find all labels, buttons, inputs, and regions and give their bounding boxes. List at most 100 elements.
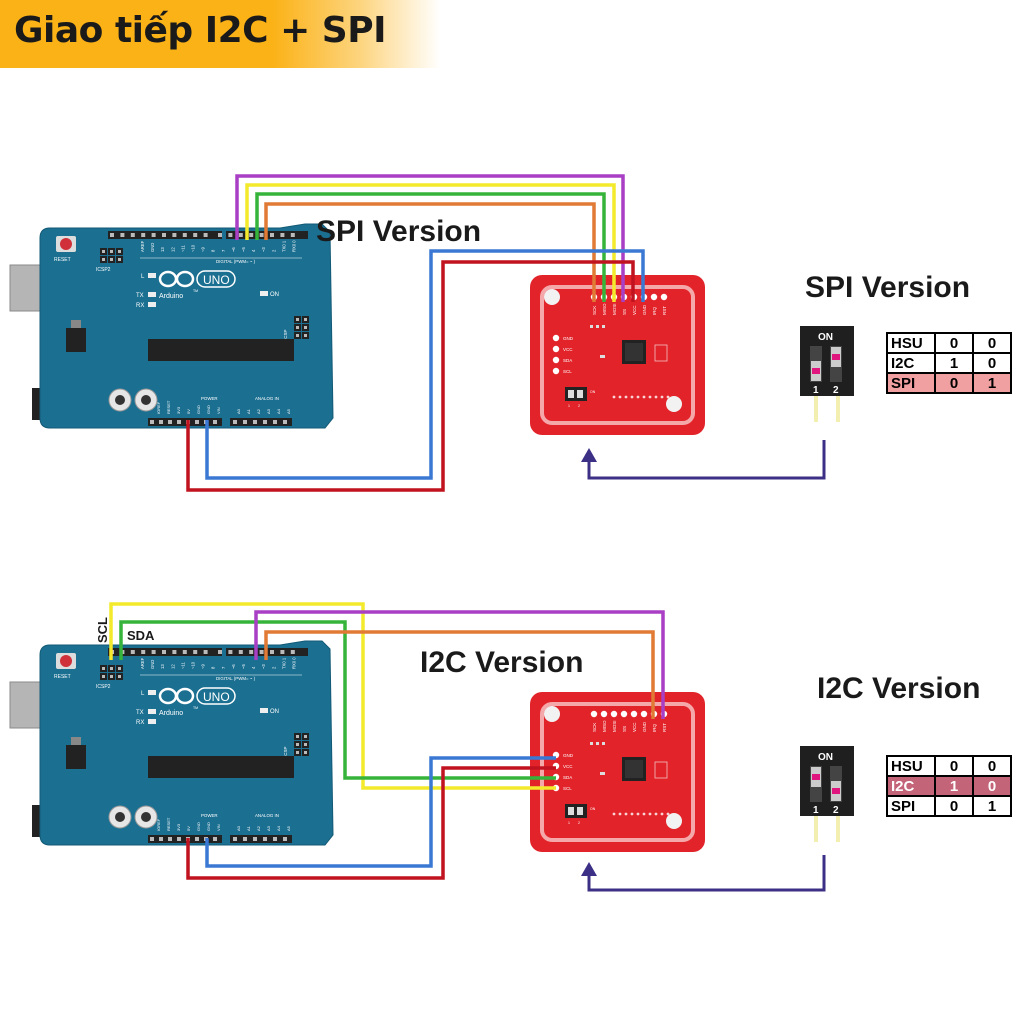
module-via	[648, 395, 652, 399]
icsp-pin-metal	[304, 735, 307, 738]
module-smd	[602, 325, 605, 328]
digital-pin	[162, 650, 166, 654]
power-pin-label: A2	[256, 408, 261, 414]
power-pin	[159, 420, 163, 424]
on-label: ON	[270, 709, 279, 715]
table-cell-text: 0	[988, 335, 996, 352]
power-label: POWER	[201, 813, 218, 818]
digital-pin	[228, 650, 233, 654]
digital-pin-label: GND	[150, 660, 155, 669]
table-cell-text: 0	[950, 375, 958, 392]
module-crystal	[654, 761, 668, 779]
on-label: ON	[270, 292, 279, 298]
digital-pin	[141, 233, 146, 237]
analog-pin	[273, 837, 277, 841]
power-pin	[177, 420, 181, 424]
mount-hole	[544, 706, 560, 722]
l-led	[148, 690, 156, 695]
module-pin-label: RST	[662, 306, 667, 315]
tx-led	[148, 709, 156, 714]
i2c-arrow	[587, 855, 826, 892]
digital-pin	[193, 650, 198, 654]
switch-number-1: 1	[813, 385, 819, 396]
i2c-mode-title: I2C Version	[817, 672, 980, 705]
capacitor-2-top	[141, 812, 151, 822]
nfc-chip-die	[625, 343, 643, 361]
arduino-pcb	[39, 223, 334, 429]
digital-pin	[249, 650, 254, 654]
power-pin-label: IOREF	[156, 401, 161, 414]
module-via	[624, 812, 628, 816]
switch-number-2: 2	[833, 385, 839, 396]
switch-lever-1-mark	[812, 774, 820, 780]
scl-label: SCL	[95, 617, 110, 643]
digital-pin	[259, 233, 264, 237]
module-via	[648, 812, 652, 816]
tx-label: TX	[136, 293, 144, 299]
power-pin	[150, 837, 154, 841]
wire-yellow-spi	[245, 183, 616, 302]
power-pin-label: 5V	[186, 409, 191, 414]
power-pin	[168, 837, 172, 841]
icsp2-label: ICSP2	[96, 267, 111, 273]
digital-pin-label: RX0 0	[292, 657, 297, 669]
table-cell-text: 0	[988, 778, 996, 795]
module-switch-num: 1	[568, 404, 570, 408]
module-pin-label: VCC	[632, 305, 637, 315]
digital-pin-label: AREF	[140, 657, 145, 669]
power-pin-label: GND	[196, 405, 201, 414]
digital-pin	[130, 233, 135, 237]
on-led	[260, 708, 268, 713]
switch-lead	[814, 396, 818, 422]
module-mode-switch-1	[568, 807, 574, 815]
power-pin-label: A5	[286, 825, 291, 831]
switch-on-label: ON	[818, 332, 833, 343]
analog-header	[230, 835, 292, 843]
digital-pin	[172, 650, 177, 654]
digital-pin-label: 2	[271, 666, 276, 669]
digital-pin	[182, 233, 187, 237]
power-pin	[195, 420, 199, 424]
power-pin-label: RESET	[166, 400, 171, 414]
power-pin-label: 5V	[186, 826, 191, 831]
digital-pin	[151, 650, 156, 654]
digital-pin	[238, 233, 243, 237]
module-side-pad	[552, 367, 560, 375]
power-pin-label: IOREF	[156, 818, 161, 831]
digital-pin-label: ~9	[201, 664, 206, 669]
module-mode-switch-1	[568, 390, 574, 398]
icsp-pin-metal	[304, 334, 307, 337]
module-switch-label: ON	[590, 390, 596, 394]
table-cell-text: 0	[950, 335, 958, 352]
module-side-label: VCC	[563, 764, 573, 769]
power-pin	[213, 837, 217, 841]
module-via	[666, 812, 670, 816]
capacitor-1-top	[115, 812, 125, 822]
wire-red-spi	[186, 260, 635, 492]
page-title: Giao tiếp I2C + SPI	[14, 10, 387, 51]
regulator	[66, 745, 86, 769]
reset-button-cap	[60, 238, 72, 250]
i2c-arrow-head	[581, 862, 597, 876]
analog-pin	[263, 420, 267, 424]
digital-pin	[249, 233, 254, 237]
digital-pin	[238, 650, 243, 654]
wire-orange-i2c	[264, 630, 655, 719]
brand-text: Arduino	[159, 710, 183, 717]
digital-pin-label: 12	[170, 247, 175, 252]
power-pin-label: A1	[246, 408, 251, 414]
switch-lead	[836, 396, 840, 422]
digital-pin	[259, 650, 264, 654]
digital-pin	[182, 650, 187, 654]
module-via	[630, 395, 634, 399]
module-crystal	[654, 344, 668, 362]
power-pin-label: 3V3	[176, 823, 181, 831]
module-pin-label: GND	[642, 721, 647, 732]
switch-lever-2-mark	[832, 788, 840, 794]
switch-body	[800, 326, 854, 396]
digital-label: DIGITAL (PWM= ~ )	[216, 676, 256, 681]
icsp2-pin-metal	[110, 667, 113, 670]
module-pin-label: IRQ	[652, 307, 657, 316]
icsp-label: ICSP	[283, 329, 288, 340]
digital-pin	[141, 650, 146, 654]
